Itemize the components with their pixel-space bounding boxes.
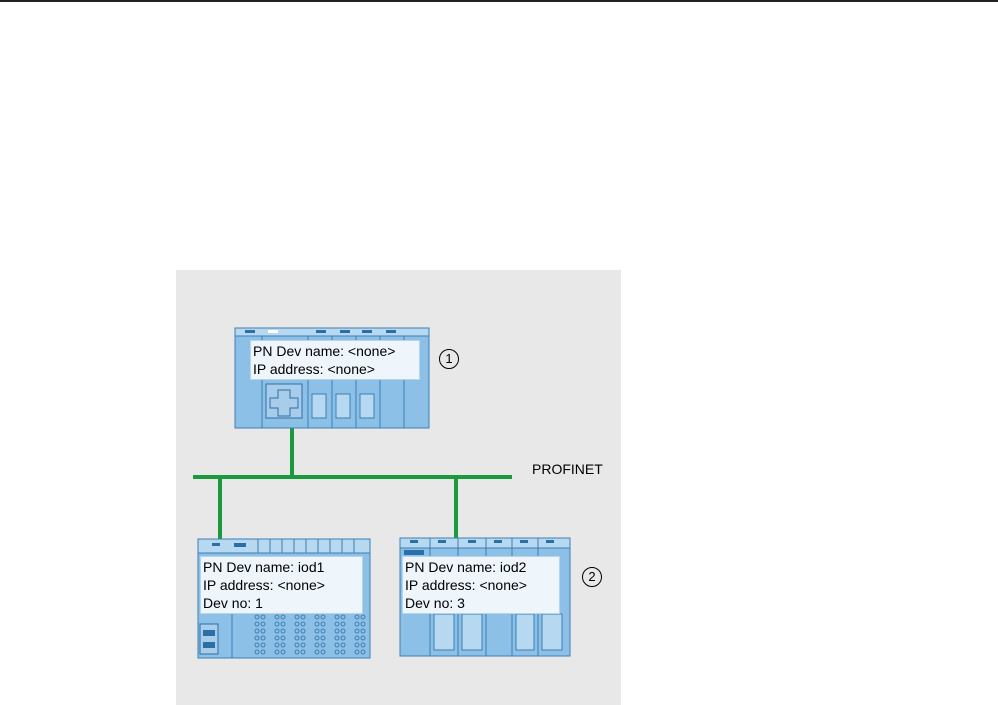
controller-ip-address: IP address: <none> [253, 361, 375, 377]
device1-dev-name: PN Dev name: iod1 [203, 559, 325, 575]
device1-dev-no: Dev no: 1 [203, 595, 263, 611]
device1-ip-address: IP address: <none> [203, 577, 325, 593]
callout-1: 1 [439, 349, 459, 369]
profinet-label: PROFINET [532, 461, 603, 477]
top-rule [0, 0, 998, 2]
device2-label: PN Dev name: iod2 IP address: <none> Dev… [402, 556, 560, 614]
callout-2: 2 [582, 567, 602, 587]
controller-label: PN Dev name: <none> IP address: <none> [250, 340, 420, 380]
device1-label: PN Dev name: iod1 IP address: <none> Dev… [200, 556, 363, 614]
device2-dev-name: PN Dev name: iod2 [405, 559, 527, 575]
device2-dev-no: Dev no: 3 [405, 595, 465, 611]
controller-dev-name: PN Dev name: <none> [253, 343, 396, 359]
device2-ip-address: IP address: <none> [405, 577, 527, 593]
